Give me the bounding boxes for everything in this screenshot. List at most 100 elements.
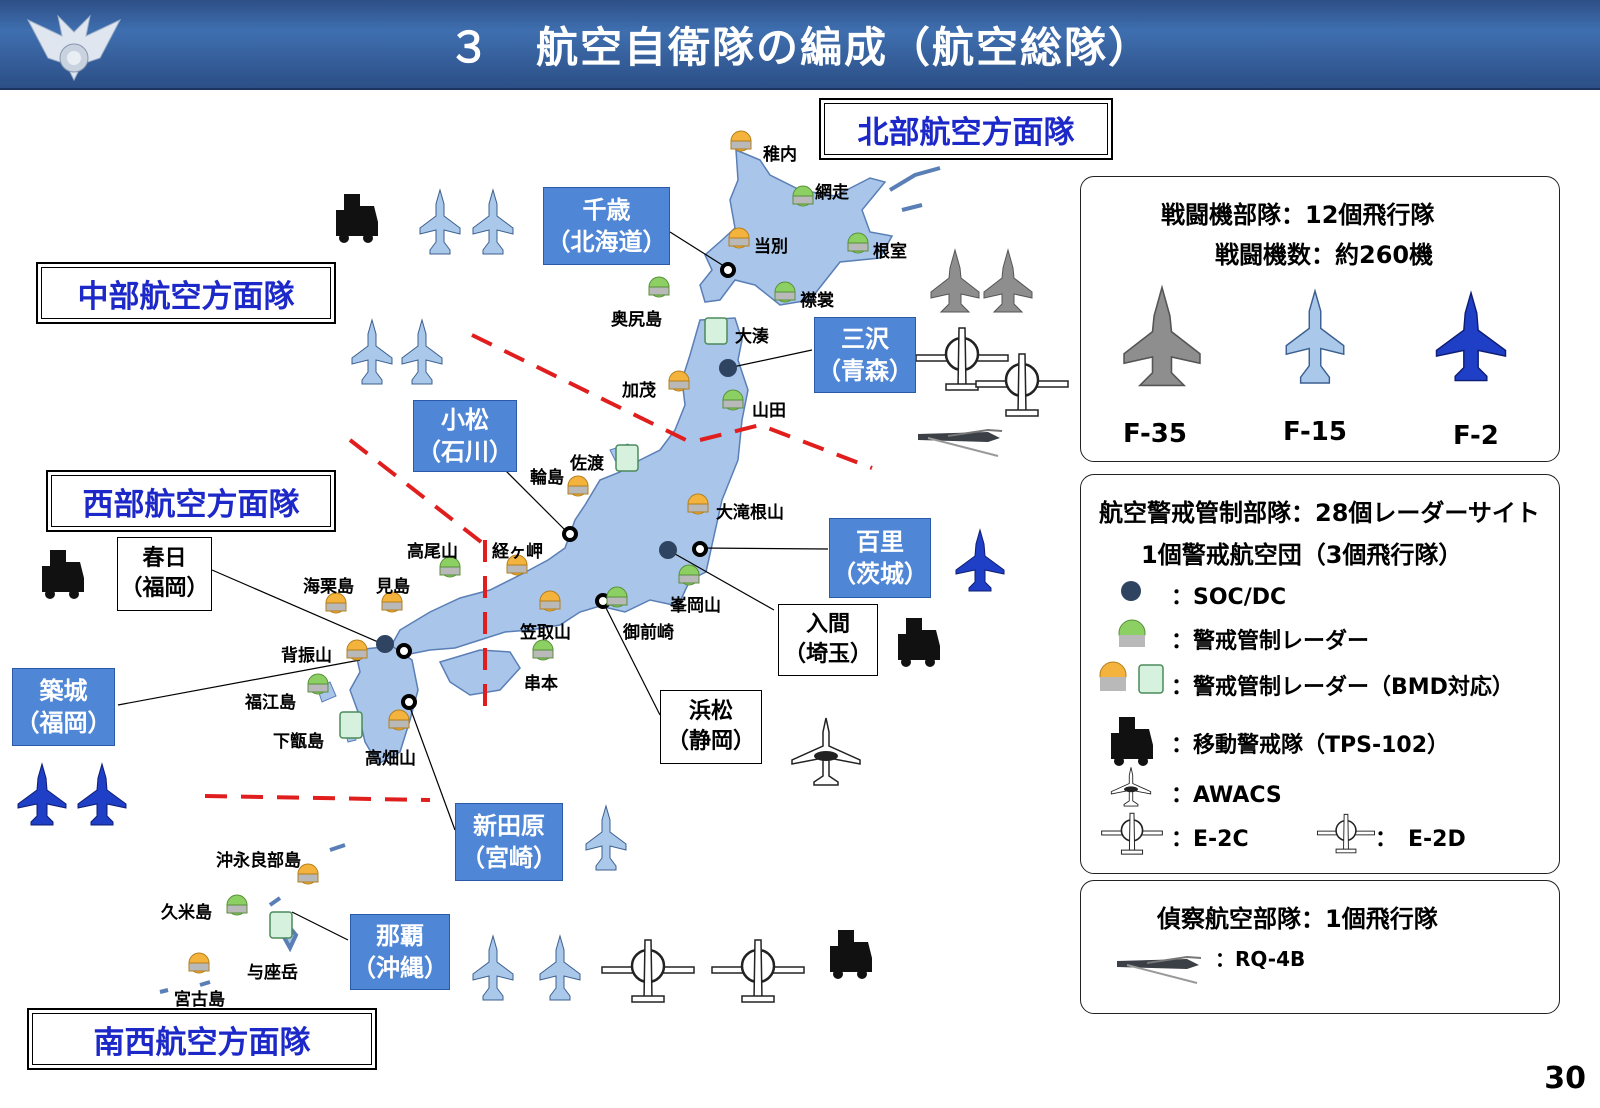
- base-misawa: 三沢 （青森）: [814, 317, 916, 393]
- fighter-squadrons-text: 戦闘機部隊：12個飛行隊: [1161, 201, 1435, 229]
- base-chitose-name: 千歳: [582, 196, 631, 224]
- site-kushimoto: 串本: [524, 674, 558, 694]
- base-hyakuri: 百里 （茨城）: [829, 518, 931, 598]
- base-nyutabaru-name: 新田原: [473, 812, 545, 840]
- kyushu-landmass: [349, 645, 419, 766]
- legend-awacs: ：AWACS: [1171, 783, 1282, 808]
- command-western: 西部航空方面隊: [46, 470, 336, 532]
- fighter-panel: 戦闘機部隊：12個飛行隊 戦闘機数：約260機 F-35 F-15 F-2: [1080, 176, 1560, 462]
- base-naha: 那覇 （沖縄）: [350, 914, 450, 990]
- base-naha-name: 那覇: [376, 922, 424, 950]
- header-bar: ３ 航空自衛隊の編成（航空総隊）: [0, 0, 1600, 90]
- e2d-icon: [1316, 813, 1376, 854]
- legend-rq4b: ：RQ-4B: [1215, 947, 1306, 971]
- site-kamo: 加茂: [622, 381, 656, 401]
- base-tsuiki-name: 築城: [39, 677, 88, 705]
- site-erimo: 襟裳: [800, 291, 834, 311]
- base-iruma-name: 入間: [805, 612, 850, 637]
- legend-e2d: ： E-2D: [1375, 827, 1466, 852]
- page-title: ３ 航空自衛隊の編成（航空総隊）: [447, 23, 1152, 72]
- command-central: 中部航空方面隊: [36, 262, 336, 324]
- tps102-icon: [1111, 717, 1153, 766]
- f35-label: F-35: [1123, 419, 1187, 449]
- page-number: 30: [1544, 1061, 1586, 1096]
- base-misawa-pref: （青森）: [817, 357, 913, 385]
- recon-panel: 偵察航空部隊：1個飛行隊 ：RQ-4B: [1080, 880, 1560, 1014]
- base-kasuga: 春日 （福岡）: [117, 537, 212, 611]
- hokkaido-landmass: [699, 148, 894, 306]
- base-hyakuri-pref: （茨城）: [832, 560, 928, 588]
- base-naha-pref: （沖縄）: [352, 954, 448, 982]
- base-misawa-name: 三沢: [841, 325, 889, 353]
- site-tobetsu: 当別: [754, 237, 788, 257]
- site-mineokayama: 峯岡山: [670, 596, 721, 616]
- site-kyotoriyama: 笠取山: [520, 623, 571, 643]
- base-komatsu-pref: （石川）: [417, 438, 513, 466]
- site-omaezaki: 御前崎: [623, 623, 674, 643]
- base-iruma: 入間 （埼玉）: [778, 604, 878, 676]
- soc-dc-icon: [1121, 581, 1141, 601]
- base-hyakuri-name: 百里: [856, 528, 904, 556]
- f15-label: F-15: [1283, 417, 1347, 447]
- command-southwestern: 南西航空方面隊: [27, 1008, 377, 1070]
- base-connectors: [117, 231, 829, 941]
- japan-map: [17, 130, 1070, 1004]
- rq4-map-icon: [917, 429, 1003, 457]
- base-hamamatsu: 浜松 （静岡）: [660, 690, 762, 764]
- legend-soc-dc: ：SOC/DC: [1171, 585, 1287, 610]
- site-sefurisan: 背振山: [281, 646, 332, 666]
- legend-bmd: ：警戒管制レーダー（BMD対応）: [1171, 675, 1514, 700]
- f2-icon: [1435, 292, 1507, 382]
- base-komatsu-name: 小松: [441, 406, 489, 434]
- f2-label: F-2: [1453, 421, 1499, 451]
- base-chitose: 千歳 （北海道）: [543, 187, 670, 265]
- base-hamamatsu-pref: （静岡）: [666, 729, 755, 754]
- command-north: 北部航空方面隊: [819, 98, 1113, 160]
- site-ominato: 大湊: [735, 327, 769, 347]
- jasdf-emblem-icon: [26, 14, 122, 82]
- site-wajima: 輪島: [530, 468, 564, 488]
- base-tsuiki: 築城 （福岡）: [12, 668, 115, 746]
- site-ozurushima: 海栗島: [303, 577, 354, 597]
- site-kyogamisaki: 経ヶ岬: [492, 542, 543, 562]
- base-komatsu: 小松 （石川）: [413, 400, 517, 472]
- f35-icon: [1123, 286, 1201, 387]
- aew-wing-text: 1個警戒航空団（3個飛行隊）: [1141, 541, 1463, 569]
- aew-panel: 航空警戒管制部隊：28個レーダーサイト 1個警戒航空団（3個飛行隊） ：SOC/…: [1080, 474, 1560, 874]
- legend-mobile: ：移動警戒隊（TPS-102）: [1171, 733, 1450, 758]
- awacs-icon: [1110, 766, 1152, 807]
- base-hamamatsu-name: 浜松: [688, 699, 733, 724]
- awacs-map-icon: [791, 717, 861, 786]
- rq4b-icon: [1116, 956, 1202, 984]
- base-kasuga-name: 春日: [142, 546, 187, 571]
- site-wakkanai: 稚内: [763, 145, 797, 165]
- radar-bmd-icon: [1099, 661, 1164, 694]
- site-sado: 佐渡: [570, 454, 604, 474]
- site-okinoerabujima: 沖永良部島: [216, 851, 301, 871]
- recon-text: 偵察航空部隊：1個飛行隊: [1157, 905, 1438, 933]
- site-miyakojima: 宮古島: [174, 990, 225, 1010]
- site-mishima: 見島: [376, 577, 410, 597]
- site-nemuro: 根室: [873, 242, 907, 262]
- base-tsuiki-pref: （福岡）: [15, 709, 112, 737]
- site-takahatayama: 高畑山: [365, 749, 416, 769]
- radar-sites-green: [226, 185, 869, 916]
- site-okushiri: 奥尻島: [611, 310, 662, 330]
- base-kasuga-pref: （福岡）: [120, 576, 209, 601]
- base-nyutabaru-pref: （宮崎）: [461, 844, 557, 872]
- command-boundaries: [204, 333, 873, 802]
- legend-radar: ：警戒管制レーダー: [1171, 629, 1370, 654]
- base-iruma-pref: （埼玉）: [783, 642, 872, 667]
- base-chitose-pref: （北海道）: [546, 228, 667, 256]
- e2c-icon: [1100, 812, 1164, 855]
- site-yozadake: 与座岳: [247, 963, 298, 983]
- fps5-radar-sites: [269, 317, 728, 939]
- site-takaoyama: 高尾山: [407, 542, 458, 562]
- soc-dc-markers: [376, 359, 737, 653]
- site-shimokoshikijima: 下甑島: [273, 732, 324, 752]
- site-abashiri: 網走: [815, 183, 849, 203]
- f35-map-icons: [930, 249, 1033, 313]
- radar-green-icon: [1118, 619, 1146, 647]
- bmd-radar-sites: [188, 130, 752, 974]
- base-nyutabaru: 新田原 （宮崎）: [455, 803, 563, 881]
